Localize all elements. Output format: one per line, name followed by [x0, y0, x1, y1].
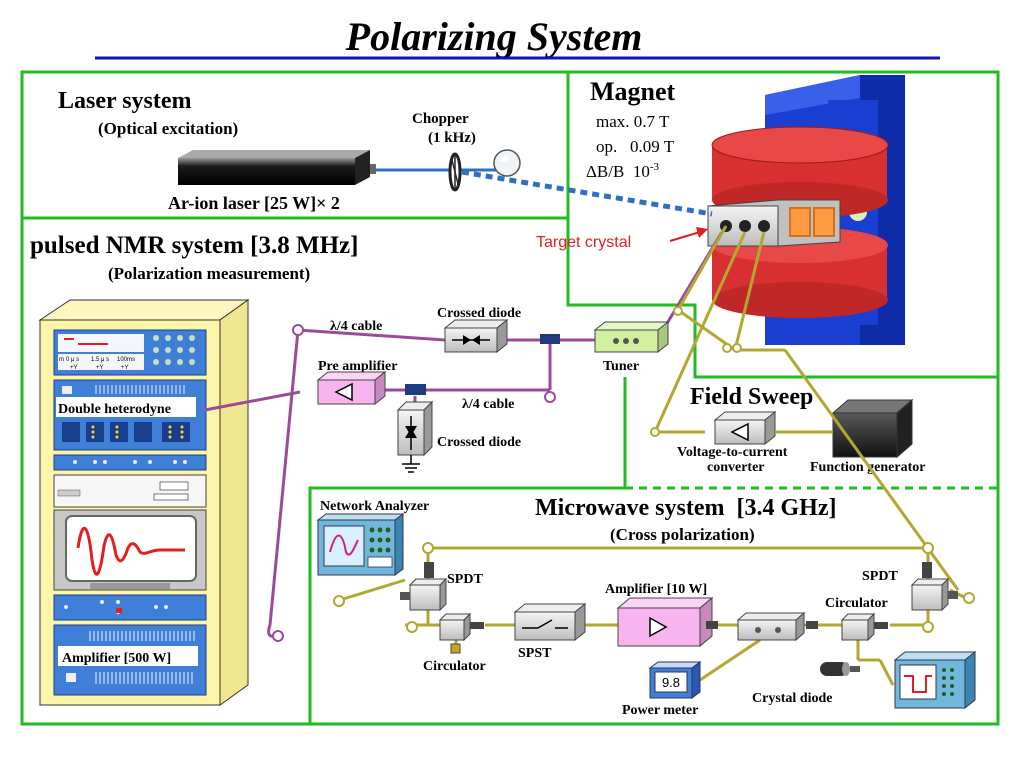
cable-connectors: [272, 324, 556, 642]
circulator-right: [840, 612, 888, 642]
amplifier-control-strip: [53, 594, 207, 621]
function-generator: [831, 398, 914, 459]
magnet-spec-op: op. 0.09 T: [596, 137, 675, 156]
target-holder: [707, 199, 841, 247]
pre-amplifier-box: [316, 370, 387, 406]
panel-cell-1: 0 μ s: [66, 357, 79, 363]
lens-icon: [493, 149, 521, 177]
ar-ion-laser: [178, 150, 376, 185]
microwave-amplifier-10w: [616, 596, 718, 648]
oscilloscope-unit: [53, 509, 207, 591]
nmr-cable-coupler-bottom: [405, 384, 426, 395]
chopper-icon: [448, 152, 462, 192]
network-analyzer-label: Network Analyzer: [320, 499, 429, 514]
panel-side-label: m: [59, 357, 64, 363]
microwave-connectors: [333, 306, 975, 633]
magnet-heading: Magnet: [590, 77, 676, 106]
tuner-box: [593, 320, 670, 354]
crossed-diode-bottom-label: Crossed diode: [437, 435, 521, 450]
nmr-signal-trace: [76, 526, 185, 576]
directional-coupler: [736, 611, 818, 642]
microwave-cabling: [339, 225, 971, 686]
laser-beam-dashed: [461, 169, 713, 217]
laser-label: Ar-ion laser [25 W]× 2: [168, 193, 340, 213]
nmr-cable-coupler-top: [540, 334, 560, 344]
pulse-programmer-panel: m 0 μ s 1.5 μ s 100ms +Y +Y +Y: [53, 329, 207, 376]
laser-subheading: (Optical excitation): [98, 119, 238, 138]
rack-recorder-unit: [53, 474, 207, 508]
converter-label-line2: converter: [707, 460, 765, 475]
panel-cell-2: 1.5 μ s: [91, 357, 109, 363]
equipment-rack: m 0 μ s 1.5 μ s 100ms +Y +Y +Y Double he…: [38, 299, 250, 706]
magnet-assembly: [707, 75, 905, 345]
nmr-heading: pulsed NMR system [3.8 MHz]: [30, 232, 358, 259]
diode-oscilloscope: [893, 650, 977, 710]
power-meter: 9.8: [648, 661, 702, 699]
target-arrow: [669, 227, 708, 242]
chopper-label: Chopper: [412, 111, 469, 127]
nmr-cable-top-label: λ/4 cable: [330, 319, 382, 334]
crossed-diode-bottom: [396, 400, 434, 473]
magnet-spec-uniformity: ΔB/B 10-3: [586, 161, 660, 181]
magnet-spec-max: max. 0.7 T: [596, 112, 670, 131]
panel-cell-3: 100ms: [117, 357, 135, 363]
crystal-diode-label: Crystal diode: [752, 691, 833, 706]
converter-label-line1: Voltage-to-current: [677, 445, 788, 460]
nmr-subheading: (Polarization measurement): [108, 264, 310, 283]
function-generator-label: Function generator: [810, 460, 925, 475]
spst-switch: [513, 602, 587, 642]
rack-control-strip: [53, 454, 207, 471]
voltage-to-current-converter: [713, 410, 777, 446]
crystal-diode: [820, 662, 860, 676]
spdt-switch-left: [400, 562, 448, 612]
target-crystal-label: Target crystal: [536, 234, 631, 251]
power-meter-label: Power meter: [622, 703, 698, 718]
network-analyzer: [316, 513, 405, 576]
crossed-diode-top: [443, 318, 509, 354]
microwave-subheading: (Cross polarization): [610, 525, 755, 544]
tuner-label: Tuner: [603, 359, 639, 374]
chopper-frequency: (1 kHz): [428, 130, 476, 146]
page-title: Polarizing System: [345, 14, 643, 59]
field-sweep-heading: Field Sweep: [690, 384, 813, 410]
circulator-right-label: Circulator: [825, 596, 888, 611]
rf-amplifier-500w: Amplifier [500 W]: [53, 624, 207, 696]
laser-heading: Laser system: [58, 88, 192, 114]
amplifier-10w-label: Amplifier [10 W]: [605, 582, 707, 597]
circulator-left: [438, 612, 484, 654]
amplifier-500w-label: Amplifier [500 W]: [62, 651, 171, 666]
microwave-heading: Microwave system [3.4 GHz]: [535, 495, 836, 521]
power-meter-reading: 9.8: [662, 675, 680, 690]
spdt-right-label: SPDT: [862, 569, 898, 584]
spst-label: SPST: [518, 646, 552, 661]
panel-cell-sub-1: +Y: [70, 365, 78, 371]
circulator-left-label: Circulator: [423, 659, 486, 674]
panel-cell-sub-2: +Y: [96, 365, 104, 371]
spdt-left-label: SPDT: [447, 572, 483, 587]
double-heterodyne-unit: Double heterodyne: [53, 379, 207, 451]
section-borders: [20, 70, 1000, 726]
pre-amplifier-label: Pre amplifier: [318, 359, 397, 374]
double-heterodyne-label: Double heterodyne: [58, 402, 171, 417]
panel-cell-sub-3: +Y: [121, 365, 129, 371]
spdt-switch-right: [910, 562, 958, 612]
crossed-diode-top-label: Crossed diode: [437, 306, 521, 321]
nmr-cable-bottom-label: λ/4 cable: [462, 397, 514, 412]
